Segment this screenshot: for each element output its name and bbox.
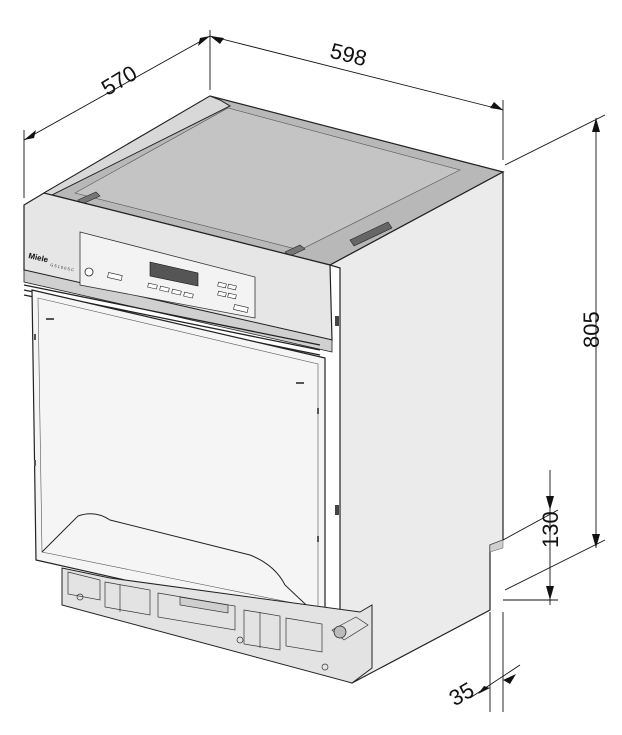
model-label: G 5 1 0 0 S C — [50, 262, 75, 272]
top-inner-panel — [74, 107, 461, 251]
base-components — [67, 571, 369, 671]
dimension-lines — [23, 30, 606, 712]
door-kick-curve — [41, 513, 321, 619]
door-marks — [34, 318, 319, 542]
power-button[interactable] — [84, 267, 94, 277]
option-buttons[interactable] — [147, 282, 194, 299]
leveling-foot — [333, 625, 347, 639]
dim-depth-570: 570 — [97, 60, 141, 100]
program-button[interactable] — [107, 272, 123, 281]
side-hinge-upper — [335, 316, 339, 326]
start-buttons[interactable] — [217, 281, 249, 313]
dim-plinth-130: 130 — [538, 511, 563, 548]
top-rear-rail — [43, 95, 232, 200]
dim-width-598: 598 — [328, 38, 370, 71]
base-frame — [61, 567, 373, 684]
dimension-arrows — [24, 36, 600, 694]
top-clip-right — [349, 221, 393, 247]
side-plinth-recess — [489, 539, 504, 553]
side-hinge-lower — [335, 505, 339, 515]
lcd-display — [149, 261, 199, 287]
dim-plinth-depth-35: 35 — [445, 677, 479, 711]
dim-height-805: 805 — [579, 311, 604, 348]
